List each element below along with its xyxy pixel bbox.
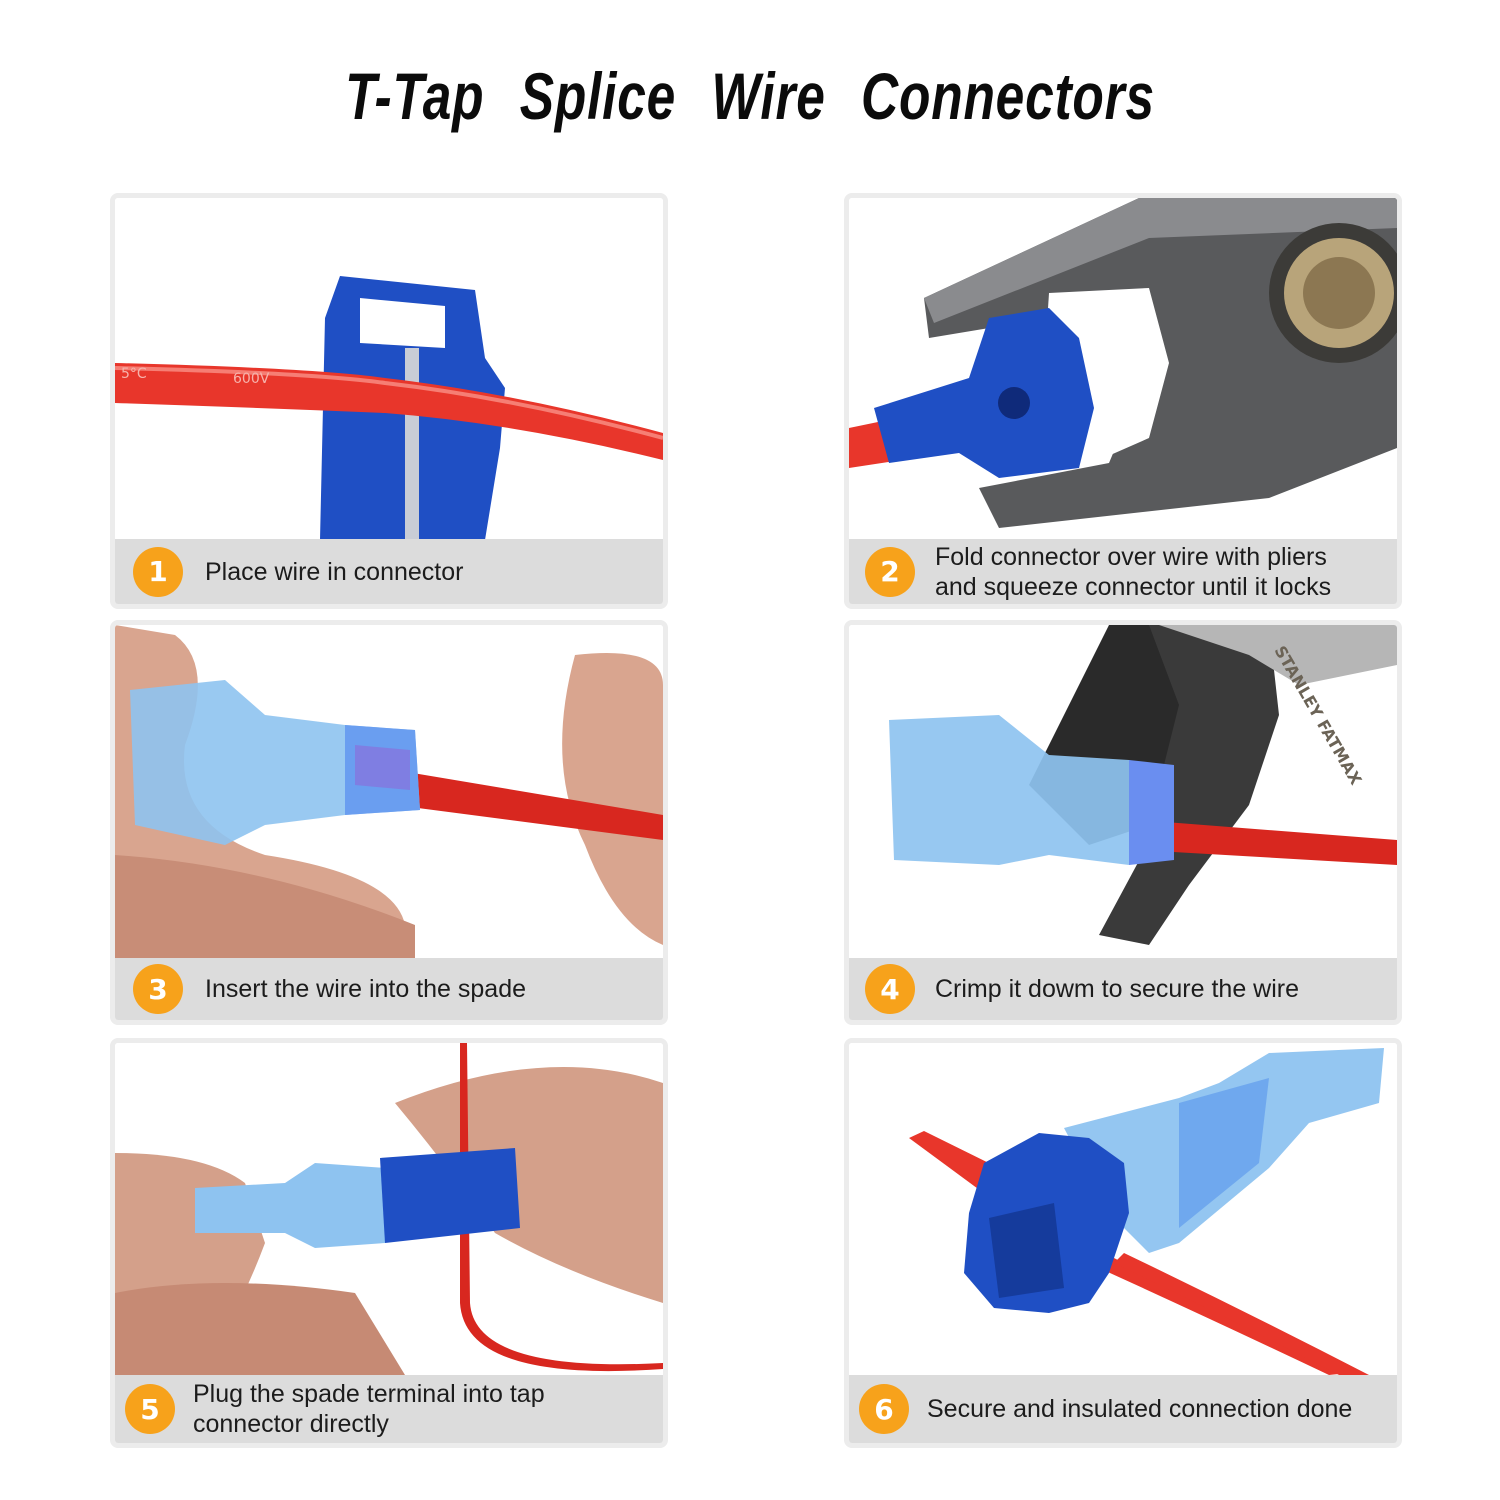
step-card-4: STANLEY FATMAX 4 Crimp it dowm to secure… xyxy=(844,620,1402,1025)
pliers-crimp-image: STANLEY FATMAX xyxy=(849,625,1397,958)
step-3-text: Insert the wire into the spade xyxy=(205,975,527,1003)
step-5-caption: 5 Plug the spade terminal into tap conne… xyxy=(115,1375,663,1443)
pliers-connector-image xyxy=(849,198,1397,540)
step-2-photo xyxy=(849,198,1397,540)
step-card-5: 5 Plug the spade terminal into tap conne… xyxy=(110,1038,668,1448)
step-3-photo xyxy=(115,625,663,958)
step-number-badge: 2 xyxy=(865,546,915,597)
step-card-1: 5°C 600V 1 Place wire in connector xyxy=(110,193,668,609)
step-6-caption: 6 Secure and insulated connection done xyxy=(849,1375,1397,1443)
step-card-6: 6 Secure and insulated connection done xyxy=(844,1038,1402,1448)
step-2-caption: 2 Fold connector over wire with pliers a… xyxy=(849,539,1397,604)
step-number-badge: 4 xyxy=(865,964,915,1014)
step-4-photo: STANLEY FATMAX xyxy=(849,625,1397,958)
plug-spade-image xyxy=(115,1043,663,1375)
step-6-photo xyxy=(849,1043,1397,1375)
step-1-caption: 1 Place wire in connector xyxy=(115,539,663,604)
step-1-photo: 5°C 600V xyxy=(115,198,663,540)
step-5-text: Plug the spade terminal into tap connect… xyxy=(193,1380,545,1438)
step-number-badge: 6 xyxy=(859,1384,909,1434)
svg-text:5°C: 5°C xyxy=(121,366,147,382)
step-1-text: Place wire in connector xyxy=(205,557,464,586)
step-card-2: 2 Fold connector over wire with pliers a… xyxy=(844,193,1402,609)
step-4-text: Crimp it dowm to secure the wire xyxy=(935,975,1300,1003)
page-title: T-Tap Splice Wire Connectors xyxy=(345,59,1155,133)
step-number-badge: 1 xyxy=(133,546,183,597)
step-3-caption: 3 Insert the wire into the spade xyxy=(115,958,663,1020)
completed-connection-image xyxy=(849,1043,1397,1375)
step-card-3: 3 Insert the wire into the spade xyxy=(110,620,668,1025)
step-2-text: Fold connector over wire with pliers and… xyxy=(935,542,1332,601)
spade-insert-image xyxy=(115,625,663,958)
step-5-photo xyxy=(115,1043,663,1375)
step-number-badge: 3 xyxy=(133,964,183,1014)
svg-text:600V: 600V xyxy=(233,371,270,387)
step-4-caption: 4 Crimp it dowm to secure the wire xyxy=(849,958,1397,1020)
connector-wire-image: 5°C 600V xyxy=(115,198,663,540)
step-6-text: Secure and insulated connection done xyxy=(927,1395,1353,1423)
step-number-badge: 5 xyxy=(125,1384,175,1434)
